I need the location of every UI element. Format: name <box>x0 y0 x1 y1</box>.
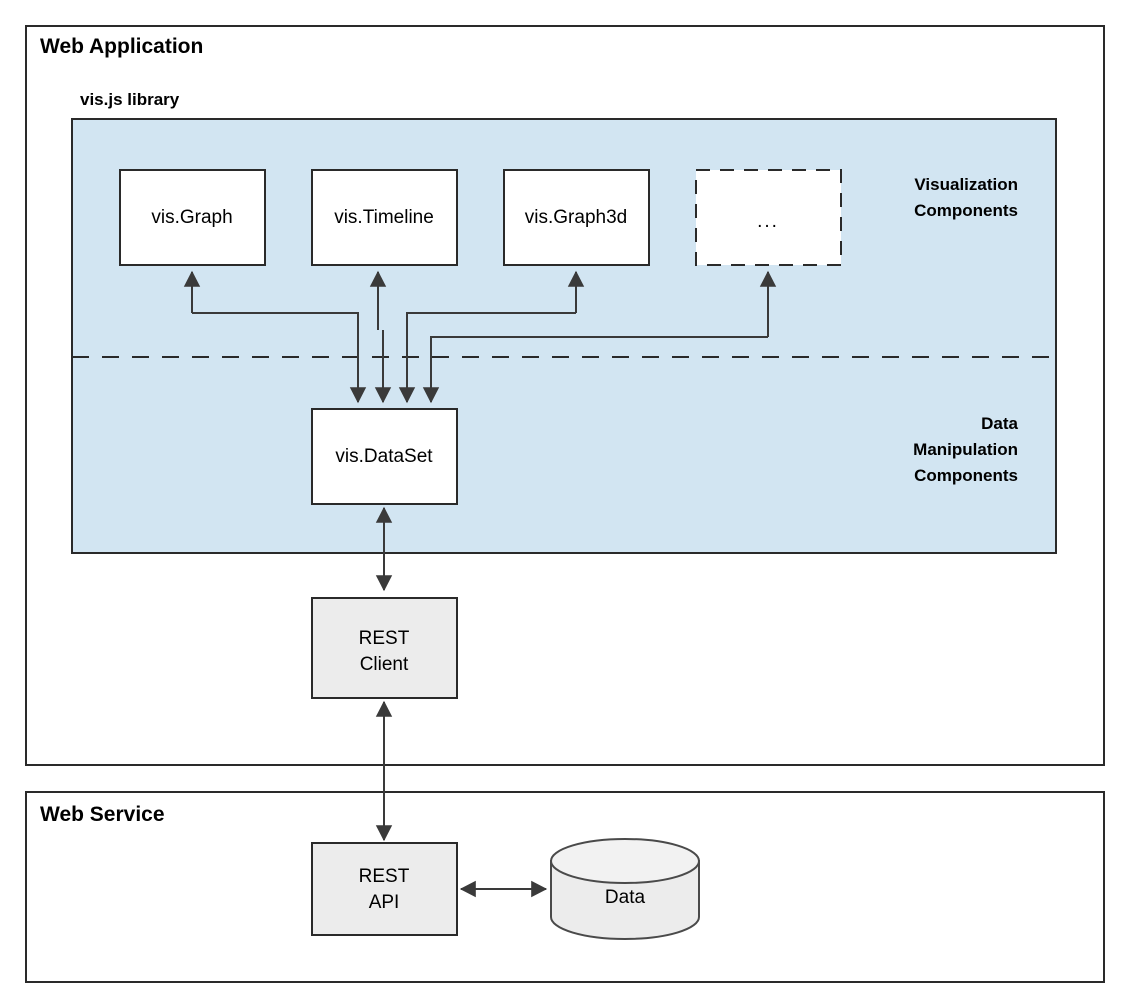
visualization-zone-label-line1: Visualization <box>914 175 1018 194</box>
node-vis-dataset-label: vis.DataSet <box>335 446 433 467</box>
vis-js-library-title: vis.js library <box>80 90 180 109</box>
node-vis-graph3d[interactable] <box>503 169 650 266</box>
node-vis-timeline[interactable] <box>311 169 458 266</box>
node-rest-client-label-line2: Client <box>360 654 409 675</box>
node-data-store[interactable] <box>550 838 700 940</box>
node-rest-api-label-line2: API <box>369 892 400 913</box>
data-zone-label-line1: Data <box>981 414 1018 433</box>
node-rest-client-label-line1: REST <box>359 628 410 649</box>
web-application-title: Web Application <box>40 35 203 58</box>
node-data-store-label: Data <box>605 887 646 908</box>
connector-more-down <box>422 336 768 404</box>
node-rest-client[interactable] <box>311 597 458 699</box>
node-vis-graph3d-label: vis.Graph3d <box>525 207 627 228</box>
node-rest-api[interactable] <box>311 842 458 936</box>
web-service-title: Web Service <box>40 803 165 826</box>
node-more-components-label: ... <box>757 211 779 232</box>
data-zone-label-line2: Manipulation <box>913 440 1018 459</box>
data-store-top <box>550 838 700 884</box>
node-rest-api-label-line1: REST <box>359 866 410 887</box>
connector-graph3d-down <box>398 312 576 404</box>
visualization-zone-label-line2: Components <box>914 201 1018 220</box>
node-vis-timeline-label: vis.Timeline <box>334 207 434 228</box>
node-vis-graph-label: vis.Graph <box>151 207 232 228</box>
node-vis-dataset[interactable] <box>311 408 458 505</box>
node-vis-graph[interactable] <box>119 169 266 266</box>
connector-graph-down <box>192 312 367 404</box>
data-zone-label-line3: Components <box>914 466 1018 485</box>
node-more-components[interactable] <box>695 169 842 266</box>
